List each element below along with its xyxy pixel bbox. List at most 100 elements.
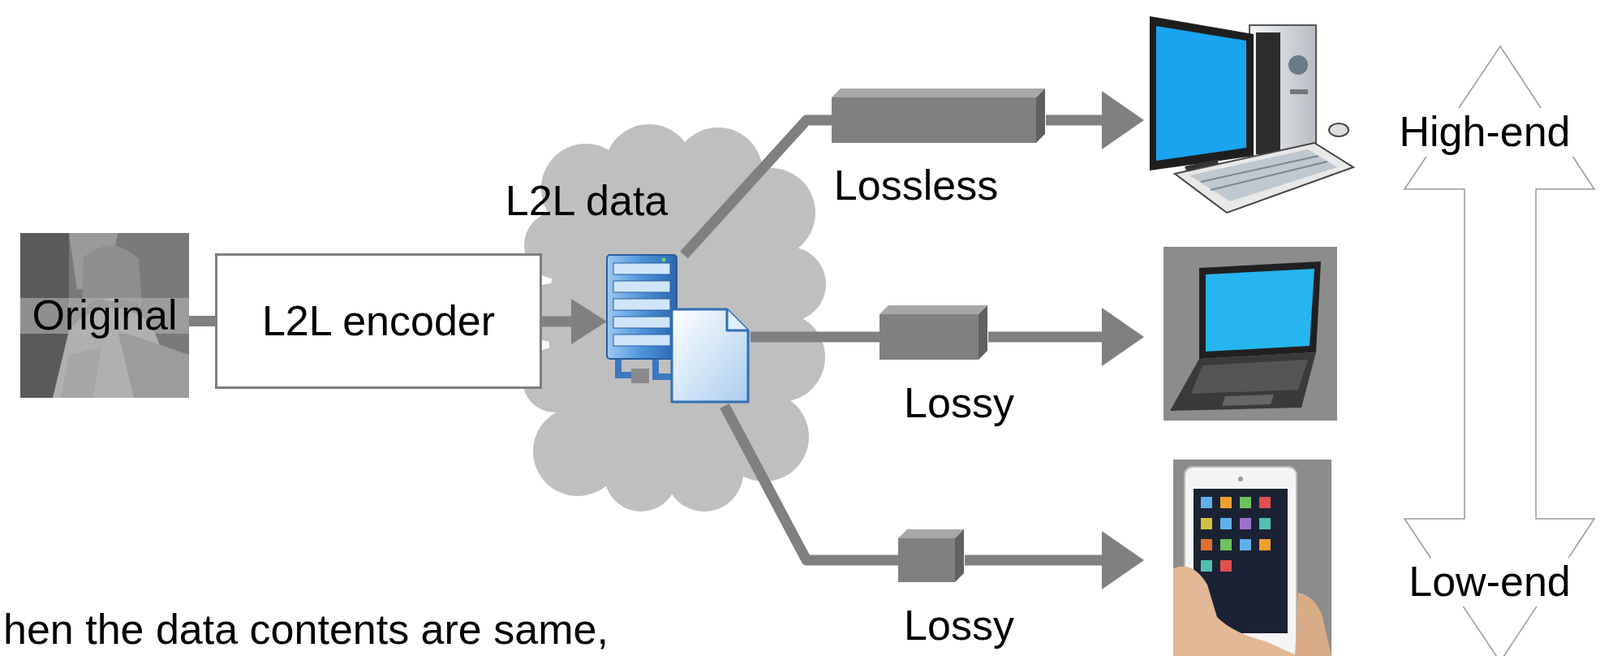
tablet-part-part [1220, 517, 1232, 530]
laptop-part [1163, 246, 1338, 421]
desktop-pc-part [1156, 25, 1247, 161]
process-box: L2L encoder [215, 253, 542, 389]
tablet-part-part [1200, 496, 1213, 508]
block-top [879, 305, 988, 314]
laptop-part [1205, 268, 1315, 352]
desktop-pc-part [1290, 89, 1308, 95]
server-icon [606, 254, 677, 383]
desktop-pc-part [1288, 55, 1308, 75]
tablet-part-part [1239, 538, 1252, 551]
tablet-part-part [1239, 517, 1252, 530]
server-icon-part [613, 280, 671, 293]
tablet-part [1238, 476, 1244, 482]
block-side [954, 529, 964, 582]
tablet-part [1173, 566, 1299, 656]
block-side [1036, 88, 1046, 143]
connector-line [541, 316, 577, 327]
data-block: Lossy [898, 537, 955, 582]
tablet-part-part [1259, 517, 1271, 530]
device-arrow-part [1101, 90, 1145, 150]
server-icon-part [613, 262, 671, 275]
desktop-pc [1149, 16, 1354, 213]
desktop-pc-part [1255, 32, 1281, 155]
photo-part [20, 232, 190, 398]
block-label: Lossy [903, 378, 1015, 428]
body-text: hen the data contents are same, [3, 605, 609, 654]
document-icon-part [726, 309, 749, 331]
tablet-part [1173, 459, 1332, 656]
block-front [898, 537, 955, 582]
block-top [831, 88, 1046, 98]
cloud-shape-part [751, 246, 826, 322]
connector-line [750, 331, 880, 343]
connector [189, 320, 216, 322]
scale-label: High-end [1395, 107, 1574, 157]
laptop [1163, 246, 1338, 421]
document-icon-part [671, 309, 749, 402]
desktop-pc-part [1189, 149, 1338, 202]
server-icon-part [655, 358, 672, 377]
data-block: Lossless [831, 97, 1037, 143]
tablet-part-part [1220, 496, 1232, 508]
laptop-part [1199, 261, 1321, 359]
document-icon [671, 309, 749, 402]
cloud-shape-part [726, 167, 816, 258]
cloud-shape-part [533, 406, 623, 496]
tablet-part-part [1220, 538, 1232, 551]
connector [541, 298, 607, 345]
connector-line [683, 120, 832, 255]
laptop-part [1191, 359, 1308, 394]
connector [683, 120, 832, 255]
desktop-pc-part [1174, 142, 1354, 213]
photo [20, 232, 190, 398]
server-node: L2L data [606, 254, 751, 406]
node-label: Original [31, 291, 177, 340]
connector-line [189, 315, 216, 327]
laptop-part [1221, 394, 1274, 406]
block-shape [831, 97, 1037, 143]
tablet-part-part [1200, 517, 1213, 530]
server-icon-part [613, 298, 671, 310]
server-icon-part [613, 334, 671, 346]
device-arrow-part [964, 554, 1106, 566]
tablet-part-part [1259, 538, 1271, 551]
block-label: Lossless [834, 161, 998, 211]
node-label: L2L encoder [262, 296, 495, 346]
device-arrow-part [988, 331, 1106, 343]
node-label: L2L data [505, 176, 668, 226]
tablet-part [1200, 496, 1271, 572]
tablet-part-part [1239, 496, 1252, 508]
connector-line [724, 405, 899, 560]
desktop-pc-part [1210, 161, 1328, 190]
device-arrow-part [1101, 530, 1145, 590]
data-block: Lossy [879, 313, 979, 360]
scale-label: Low-end [1405, 557, 1574, 607]
block-shape [879, 313, 979, 360]
server-icon-part [631, 368, 650, 383]
desktop-pc-part [1329, 123, 1349, 137]
desktop-pc-part [1149, 16, 1254, 171]
server-icon-part [613, 316, 671, 328]
arrowhead [571, 298, 607, 345]
tablet-part-part [1220, 559, 1232, 572]
server-icon-part [662, 258, 667, 263]
tablet [1173, 459, 1332, 656]
photo-part [60, 346, 102, 398]
tablet-part-part [1259, 496, 1271, 508]
laptop-part [1169, 352, 1317, 411]
device-arrow-part [1101, 307, 1145, 366]
tablet-part [1294, 592, 1332, 656]
desktop-pc-part [1249, 25, 1317, 164]
tablet-part-part [1200, 538, 1213, 551]
server-icon-part [606, 254, 677, 359]
photo-part [117, 330, 190, 398]
block-label: Lossy [903, 601, 1015, 650]
block-shape [898, 537, 955, 582]
block-top [898, 529, 964, 538]
connector [724, 405, 899, 560]
block-front [879, 313, 979, 360]
block-side [978, 305, 988, 360]
device-arrow-part [1045, 115, 1106, 126]
tablet-part-part [1200, 559, 1213, 572]
connector [750, 336, 880, 338]
